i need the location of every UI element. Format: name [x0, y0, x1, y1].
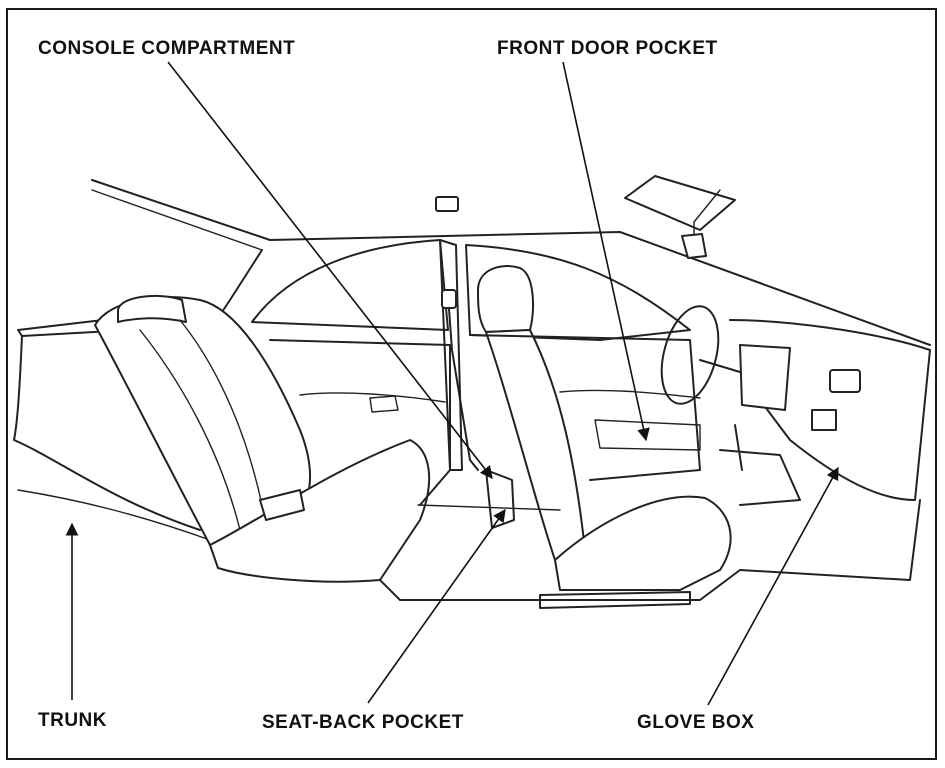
diagram-frame [6, 8, 937, 760]
steering-wheel [660, 305, 720, 405]
seat-back-pocket-shape [485, 469, 515, 529]
rear-door-panel [269, 339, 451, 506]
roof-line-inner [91, 189, 263, 251]
shifter [734, 424, 743, 471]
vent [829, 369, 861, 393]
label-trunk: TRUNK [38, 710, 107, 731]
console-leader [167, 61, 493, 480]
front-seat-cushion [554, 495, 732, 591]
roof-line [91, 179, 931, 346]
front-door-panel [469, 334, 701, 481]
rear-headrest [117, 294, 187, 323]
trunk-floor [17, 489, 211, 541]
center-console [719, 449, 801, 506]
rear-door-trim [299, 392, 446, 403]
rearview-mirror [681, 233, 707, 259]
belt-anchor [441, 289, 457, 309]
rear-door-handle [369, 395, 399, 413]
front-door-leader [562, 61, 650, 442]
floor-sill [417, 504, 561, 511]
rear-side-window [251, 239, 449, 331]
glove-box-leader [707, 466, 839, 706]
front-door-pocket-shape [594, 419, 701, 451]
dome-light [435, 196, 459, 212]
label-console-compartment: CONSOLE COMPARTMENT [38, 38, 296, 59]
floor-line [379, 499, 921, 601]
sun-visor [624, 175, 736, 231]
seat-buckle [259, 489, 305, 521]
rear-seat-line [139, 329, 241, 531]
rear-seat-line-2 [179, 319, 266, 521]
label-front-door-pocket: FRONT DOOR POCKET [497, 38, 718, 59]
trunk-body [13, 335, 201, 531]
mirror-mount [693, 189, 721, 235]
label-seat-back-pocket: SEAT-BACK POCKET [262, 712, 464, 733]
front-headrest [477, 265, 534, 333]
front-door-armrest [559, 389, 701, 399]
steering-column [699, 359, 741, 373]
center-stack [739, 344, 791, 411]
seat-back-leader [367, 508, 506, 704]
glove-box-shape [811, 409, 837, 431]
seat-belt [447, 294, 479, 471]
b-pillar [439, 239, 463, 471]
front-side-window [465, 244, 691, 341]
label-glove-box: GLOVE BOX [637, 712, 755, 733]
